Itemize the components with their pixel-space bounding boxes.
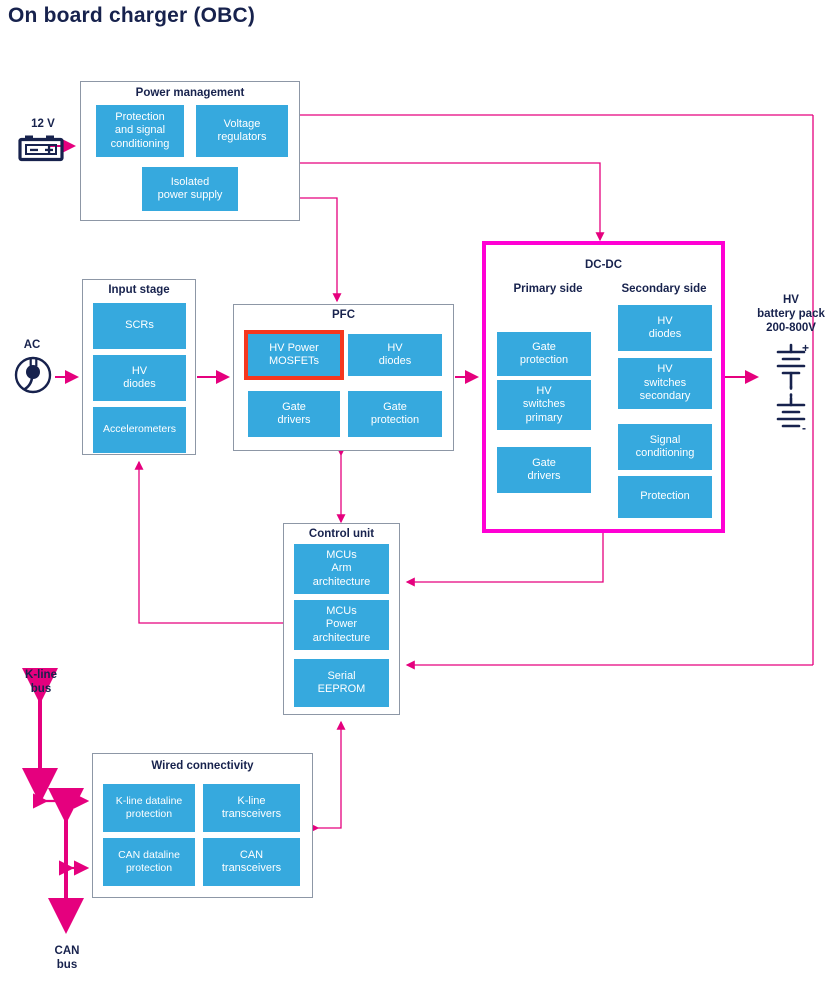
k-line-bus-line-1: K-line (25, 669, 57, 681)
block-scrs[interactable]: SCRs (93, 303, 186, 349)
block-label: HV diodes (378, 341, 412, 368)
block-label: HV switches secondary (639, 363, 691, 403)
block-gate-protection-pfc[interactable]: Gate protection (348, 391, 442, 437)
can-bus-line-1: CAN (54, 945, 80, 957)
block-k-line-transceivers[interactable]: K-line transceivers (203, 784, 300, 832)
block-can-transceivers[interactable]: CAN transceivers (203, 838, 300, 886)
subtitle-secondary-side: Secondary side (621, 283, 707, 295)
block-isolated-power-supply[interactable]: Isolated power supply (142, 167, 238, 211)
block-label: MCUs Arm architecture (312, 548, 371, 588)
group-title-dc-dc: DC-DC (584, 259, 623, 271)
block-label: Gate protection (519, 340, 569, 367)
block-label: HV switches primary (522, 384, 566, 424)
block-label: Gate protection (370, 400, 420, 427)
label-can-bus: CAN bus (34, 944, 100, 972)
k-line-bus-line-2: bus (30, 683, 52, 695)
block-label: Isolated power supply (157, 175, 223, 202)
page-title: On board charger (OBC) (8, 4, 256, 27)
block-label: K-line dataline protection (115, 794, 183, 821)
block-label: CAN transceivers (221, 848, 282, 875)
block-label: Gate drivers (277, 400, 311, 427)
block-voltage-regulators[interactable]: Voltage regulators (196, 105, 288, 157)
block-label: Voltage regulators (217, 117, 267, 144)
group-title-input-stage: Input stage (108, 284, 170, 296)
block-label: MCUs Power architecture (312, 604, 371, 644)
block-accelerometers[interactable]: Accelerometers (93, 407, 186, 453)
wire-pm-to-dcdc (300, 162, 605, 242)
block-signal-conditioning-secondary[interactable]: Signal conditioning (618, 424, 712, 470)
car-battery-icon (18, 134, 66, 167)
hv-battery-line-2: battery pack (757, 308, 825, 320)
ac-plug-icon (12, 354, 56, 403)
block-k-line-dataline-protection[interactable]: K-line dataline protection (103, 784, 195, 832)
block-label: Signal conditioning (635, 433, 695, 460)
block-hv-switches-primary[interactable]: HV switches primary (497, 380, 591, 430)
label-hv-battery-pack: HV battery pack 200-800V (752, 293, 830, 335)
block-gate-drivers-pfc[interactable]: Gate drivers (248, 391, 340, 437)
block-hv-diodes-secondary[interactable]: HV diodes (618, 305, 712, 351)
wire-dcdc-to-control-unit (405, 533, 604, 587)
block-label: Protection and signal conditioning (110, 110, 170, 150)
group-title-control-unit: Control unit (308, 528, 375, 540)
block-label: Protection (640, 490, 690, 503)
block-can-dataline-protection[interactable]: CAN dataline protection (103, 838, 195, 886)
block-label: Gate drivers (527, 456, 561, 483)
svg-text:+: + (802, 343, 809, 355)
block-label: CAN dataline protection (118, 848, 180, 875)
block-hv-switches-secondary[interactable]: HV switches secondary (618, 358, 712, 409)
block-serial-eeprom[interactable]: Serial EEPROM (294, 659, 389, 707)
wire-control-unit-to-wired-connectivity (310, 720, 346, 833)
block-label: HV diodes (648, 314, 682, 341)
block-label: Serial EEPROM (317, 669, 366, 696)
wire-pm-to-pfc (300, 197, 342, 303)
block-gate-protection-primary[interactable]: Gate protection (497, 332, 591, 376)
block-gate-drivers-primary[interactable]: Gate drivers (497, 447, 591, 493)
block-label: HV Power MOSFETs (268, 341, 320, 368)
block-label: K-line transceivers (221, 794, 282, 821)
group-title-wired-connectivity: Wired connectivity (151, 760, 254, 772)
block-label: Accelerometers (103, 423, 176, 436)
block-hv-diodes-pfc[interactable]: HV diodes (348, 334, 442, 376)
block-protection-and-signal-conditioning[interactable]: Protection and signal conditioning (96, 105, 184, 157)
block-label: SCRs (125, 319, 154, 332)
block-mcus-arm-architecture[interactable]: MCUs Arm architecture (294, 544, 389, 594)
label-12v: 12 V (31, 118, 55, 130)
subtitle-primary-side: Primary side (513, 283, 583, 295)
hv-battery-line-3: 200-800V (766, 322, 816, 334)
block-protection-secondary[interactable]: Protection (618, 476, 712, 518)
label-ac: AC (23, 339, 41, 351)
group-title-power-management: Power management (135, 87, 245, 99)
hv-battery-line-1: HV (783, 294, 799, 306)
wire-control-unit-to-input-stage (134, 460, 291, 628)
can-bus-line-2: bus (56, 959, 78, 971)
block-mcus-power-architecture[interactable]: MCUs Power architecture (294, 600, 389, 650)
block-hv-diodes-input[interactable]: HV diodes (93, 355, 186, 401)
block-hv-power-mosfets[interactable]: HV Power MOSFETs (244, 330, 344, 380)
hv-battery-cell-icon: + - (762, 341, 820, 446)
block-label: HV diodes (123, 364, 156, 391)
label-k-line-bus: K-line bus (8, 668, 74, 696)
group-title-pfc: PFC (332, 309, 355, 321)
svg-text:-: - (802, 421, 806, 435)
